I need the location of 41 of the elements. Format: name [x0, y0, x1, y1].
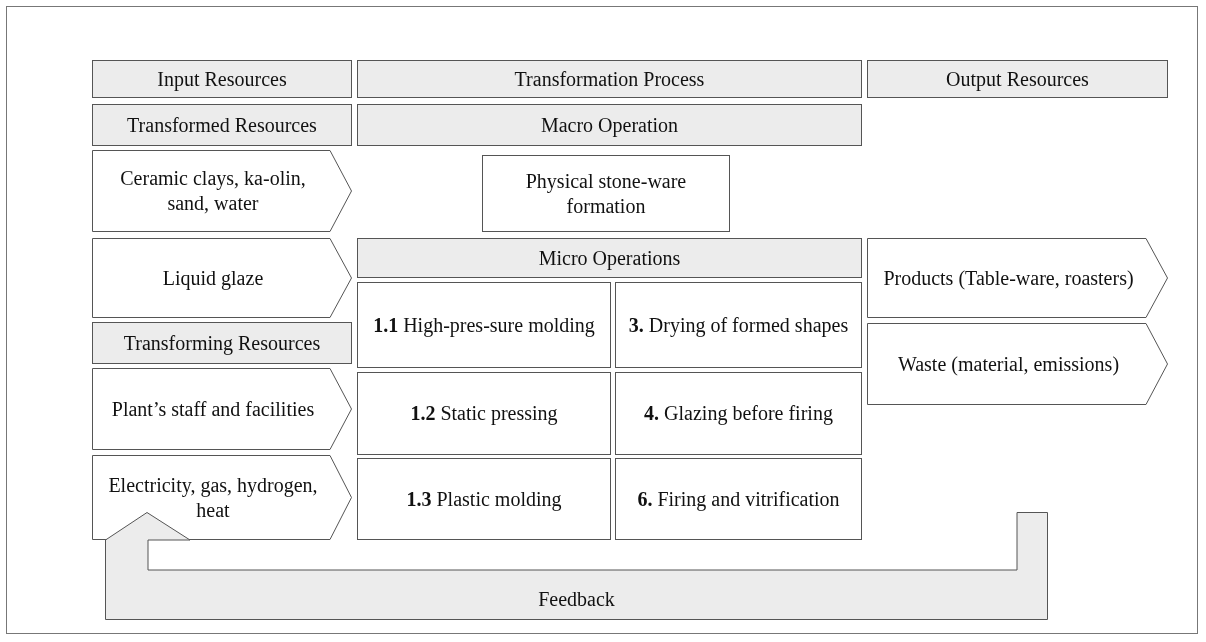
- process-box: [615, 458, 862, 540]
- process-box: [615, 282, 862, 368]
- header-box: [357, 60, 862, 98]
- node-text: Products (Table-ware, roasters): [883, 265, 1134, 291]
- process-box: [615, 372, 862, 455]
- process-box: [357, 372, 611, 455]
- node-text: Liquid glaze: [162, 265, 264, 291]
- header-box: [92, 322, 352, 364]
- node-text: Input Resources: [157, 66, 287, 92]
- header-box: [867, 60, 1168, 98]
- node-text: Transforming Resources: [123, 330, 321, 356]
- chevron-shape: [92, 455, 352, 540]
- node-text: 1.3 Plastic molding: [406, 486, 562, 512]
- process-box: [482, 155, 730, 232]
- node-text: Macro Operation: [540, 112, 679, 138]
- node-text: 3. Drying of formed shapes: [628, 312, 849, 338]
- chevron-shape: [92, 238, 352, 318]
- node-text: 6. Firing and vitrification: [637, 486, 840, 512]
- node-text: 1.1 High-pres-sure molding: [373, 312, 595, 338]
- chevron-shape: [92, 150, 352, 232]
- node-text: Plant’s staff and facilities: [111, 396, 315, 422]
- node-text: Transformation Process: [514, 66, 705, 92]
- node-text: 4. Glazing before firing: [644, 401, 833, 426]
- header-box: [92, 60, 352, 98]
- node-text: Waste (material, emissions): [897, 351, 1120, 377]
- process-box: [357, 282, 611, 368]
- node-text: Micro Operations: [538, 245, 681, 271]
- chevron-shape: [867, 323, 1168, 405]
- chevron-shape: [867, 238, 1168, 318]
- node-text: Physical stone-ware formation: [524, 168, 688, 219]
- node-text: Transformed Resources: [127, 112, 317, 138]
- node-text: 1.2 Static pressing: [410, 401, 558, 426]
- header-box: [357, 238, 862, 278]
- node-text: Ceramic clays, ka-olin, sand, water: [119, 166, 307, 216]
- header-box: [357, 104, 862, 146]
- chevron-shape: [92, 368, 352, 450]
- process-box: [357, 458, 611, 540]
- node-text: Electricity, gas, hydrogen, heat: [107, 472, 319, 523]
- node-text: Feedback: [538, 587, 615, 612]
- header-box: [92, 104, 352, 146]
- node-text: Output Resources: [946, 66, 1089, 92]
